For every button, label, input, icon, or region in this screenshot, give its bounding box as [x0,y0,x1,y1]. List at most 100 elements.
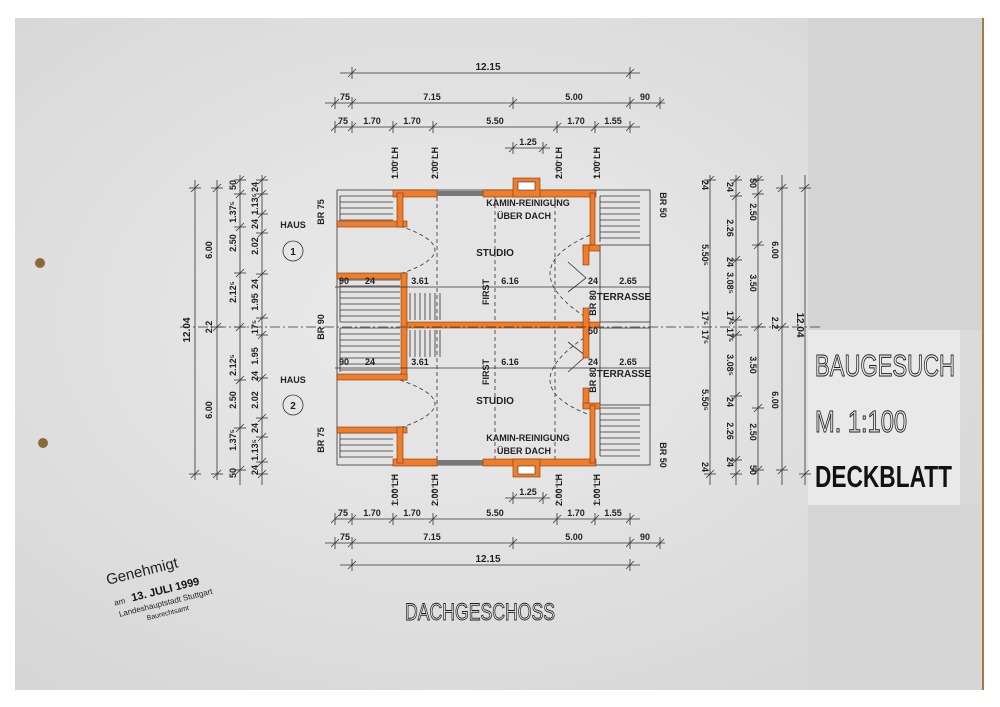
dimension-label: 24 [588,276,598,286]
ridge-label: FIRST [481,358,491,385]
dimension-label: 2.50 [748,423,758,441]
dimension-label: 75 [340,532,350,542]
window-height-label: 1.00 LH [592,147,602,179]
punch-hole [38,438,48,448]
dimension-label: 1.25 [519,137,537,147]
dimension-label: 6.16 [501,357,519,367]
right-panel-bottom [808,505,983,690]
dimension-label: 24 [365,357,375,367]
ridge-label: FIRST [481,278,491,305]
window-height-label: 2.00 LH [430,147,440,179]
dimension-label: 2.12⁵ [228,354,238,376]
dimension-label: 5.00 [565,532,583,542]
dimension-label: 2.50 [228,234,238,252]
house-label: HAUS [280,375,306,385]
dimension-label: 24 [365,276,375,286]
parapet-label: BR 75 [316,199,326,225]
dimension-label: 1.70 [403,508,421,518]
dimension-label: 24 [700,180,710,190]
dimension-label: 24 [588,357,598,367]
dimension-label: 1.13⁵ [250,193,260,215]
dimension-lines [189,67,811,571]
dimension-label: 2.65 [619,357,637,367]
dimension-label: 6.16 [501,276,519,286]
dimension-label: 50 [588,326,598,336]
dimension-label: 90 [339,276,349,286]
dimension-label: 90 [640,532,650,542]
dimension-label: 5.50 [486,116,504,126]
room-label-terrace: TERRASSE [597,292,652,303]
parapet-label: BR 50 [658,192,668,218]
dimension-label: 6.00 [204,241,214,259]
chimney-note: KAMIN-REINIGUNG [486,433,570,443]
dimension-label: 2.02 [250,391,260,409]
room-label-studio: STUDIO [476,396,514,407]
dimension-label: 5.50 [486,508,504,518]
dimension-label: 24 [725,257,735,267]
window-height-label: 1.00 LH [390,147,400,179]
dimension-label: 24 [250,371,260,381]
parapet-label: BR 75 [316,427,326,453]
dimension-label: 3.08⁵ [725,272,735,294]
right-panel-top [808,18,983,330]
dimension-label: 6.00 [204,401,214,419]
dimension-label: 2.26 [725,219,735,237]
house-number: 1 [290,247,296,258]
dimension-label: 6.00 [770,391,780,409]
dimension-label: 2.2 [204,321,214,334]
dimension-label: 3.50 [748,356,758,374]
terrace-box [599,244,651,323]
dimension-label: 24 [725,182,735,192]
dimension-label: 75 [338,116,348,126]
dimension-label: 75 [340,92,350,102]
dimension-label: 17⁵ [250,320,260,334]
dimension-label: 2.26 [725,422,735,440]
dimension-label: 1.13⁵ [250,439,260,461]
dimension-label: 2.12⁵ [228,281,238,303]
chimney-note: ÜBER DACH [497,211,551,221]
dimension-label: 75 [338,508,348,518]
dimension-label: 7.15 [423,92,441,102]
window-height-label: 2.00 LH [554,147,564,179]
chimney-note: KAMIN-REINIGUNG [486,198,570,208]
dimension-label: 24 [250,423,260,433]
house-label: HAUS [280,220,306,230]
dimension-label: 6.00 [770,241,780,259]
house-number: 2 [290,401,296,412]
scale-label: M. 1:100 [815,404,907,439]
window-height-label: 1.00 LH [390,474,400,506]
dimension-label: 24 [250,182,260,192]
dimension-label: 1.70 [363,116,381,126]
room-label-terrace: TERRASSE [597,369,652,380]
dimension-label: 50 [748,178,758,188]
dimension-label: 5.50⁵ [700,389,710,411]
room-label-studio: STUDIO [476,248,514,259]
dimension-label: 3.61 [411,276,429,286]
door-width-label: BR 80 [588,367,598,393]
dimension-label: 5.00 [565,92,583,102]
window-height-label: 2.00 LH [554,474,564,506]
dimension-label: 1.70 [567,116,585,126]
house-1-circle [282,240,304,262]
dimension-label: 2.2 [770,317,780,330]
deckblatt-label: DECKBLATT [815,459,952,494]
approval-stamp: Genehmigt am 13. JULI 1999 Landeshauptst… [104,554,214,622]
drawing-title: DACHGESCHOSS [405,599,555,626]
dimension-label: 24 [725,397,735,407]
dimension-label: 2.50 [228,391,238,409]
dimension-label: 90 [640,92,650,102]
dimension-label: 50 [228,468,238,478]
dimension-label: 1.95 [250,293,260,311]
dimension-label: 1.55 [604,508,622,518]
dimension-label: 1.70 [363,508,381,518]
dimension-label: 24 [250,279,260,289]
dimension-label: 1.70 [403,116,421,126]
dimension-label: 3.50 [748,274,758,292]
house-2-circle [282,394,304,416]
terrace-box [599,327,651,406]
parapet-label: BR 50 [658,442,668,468]
dimension-label: 1.55 [604,116,622,126]
dimension-label: 1.37⁵ [228,201,238,223]
